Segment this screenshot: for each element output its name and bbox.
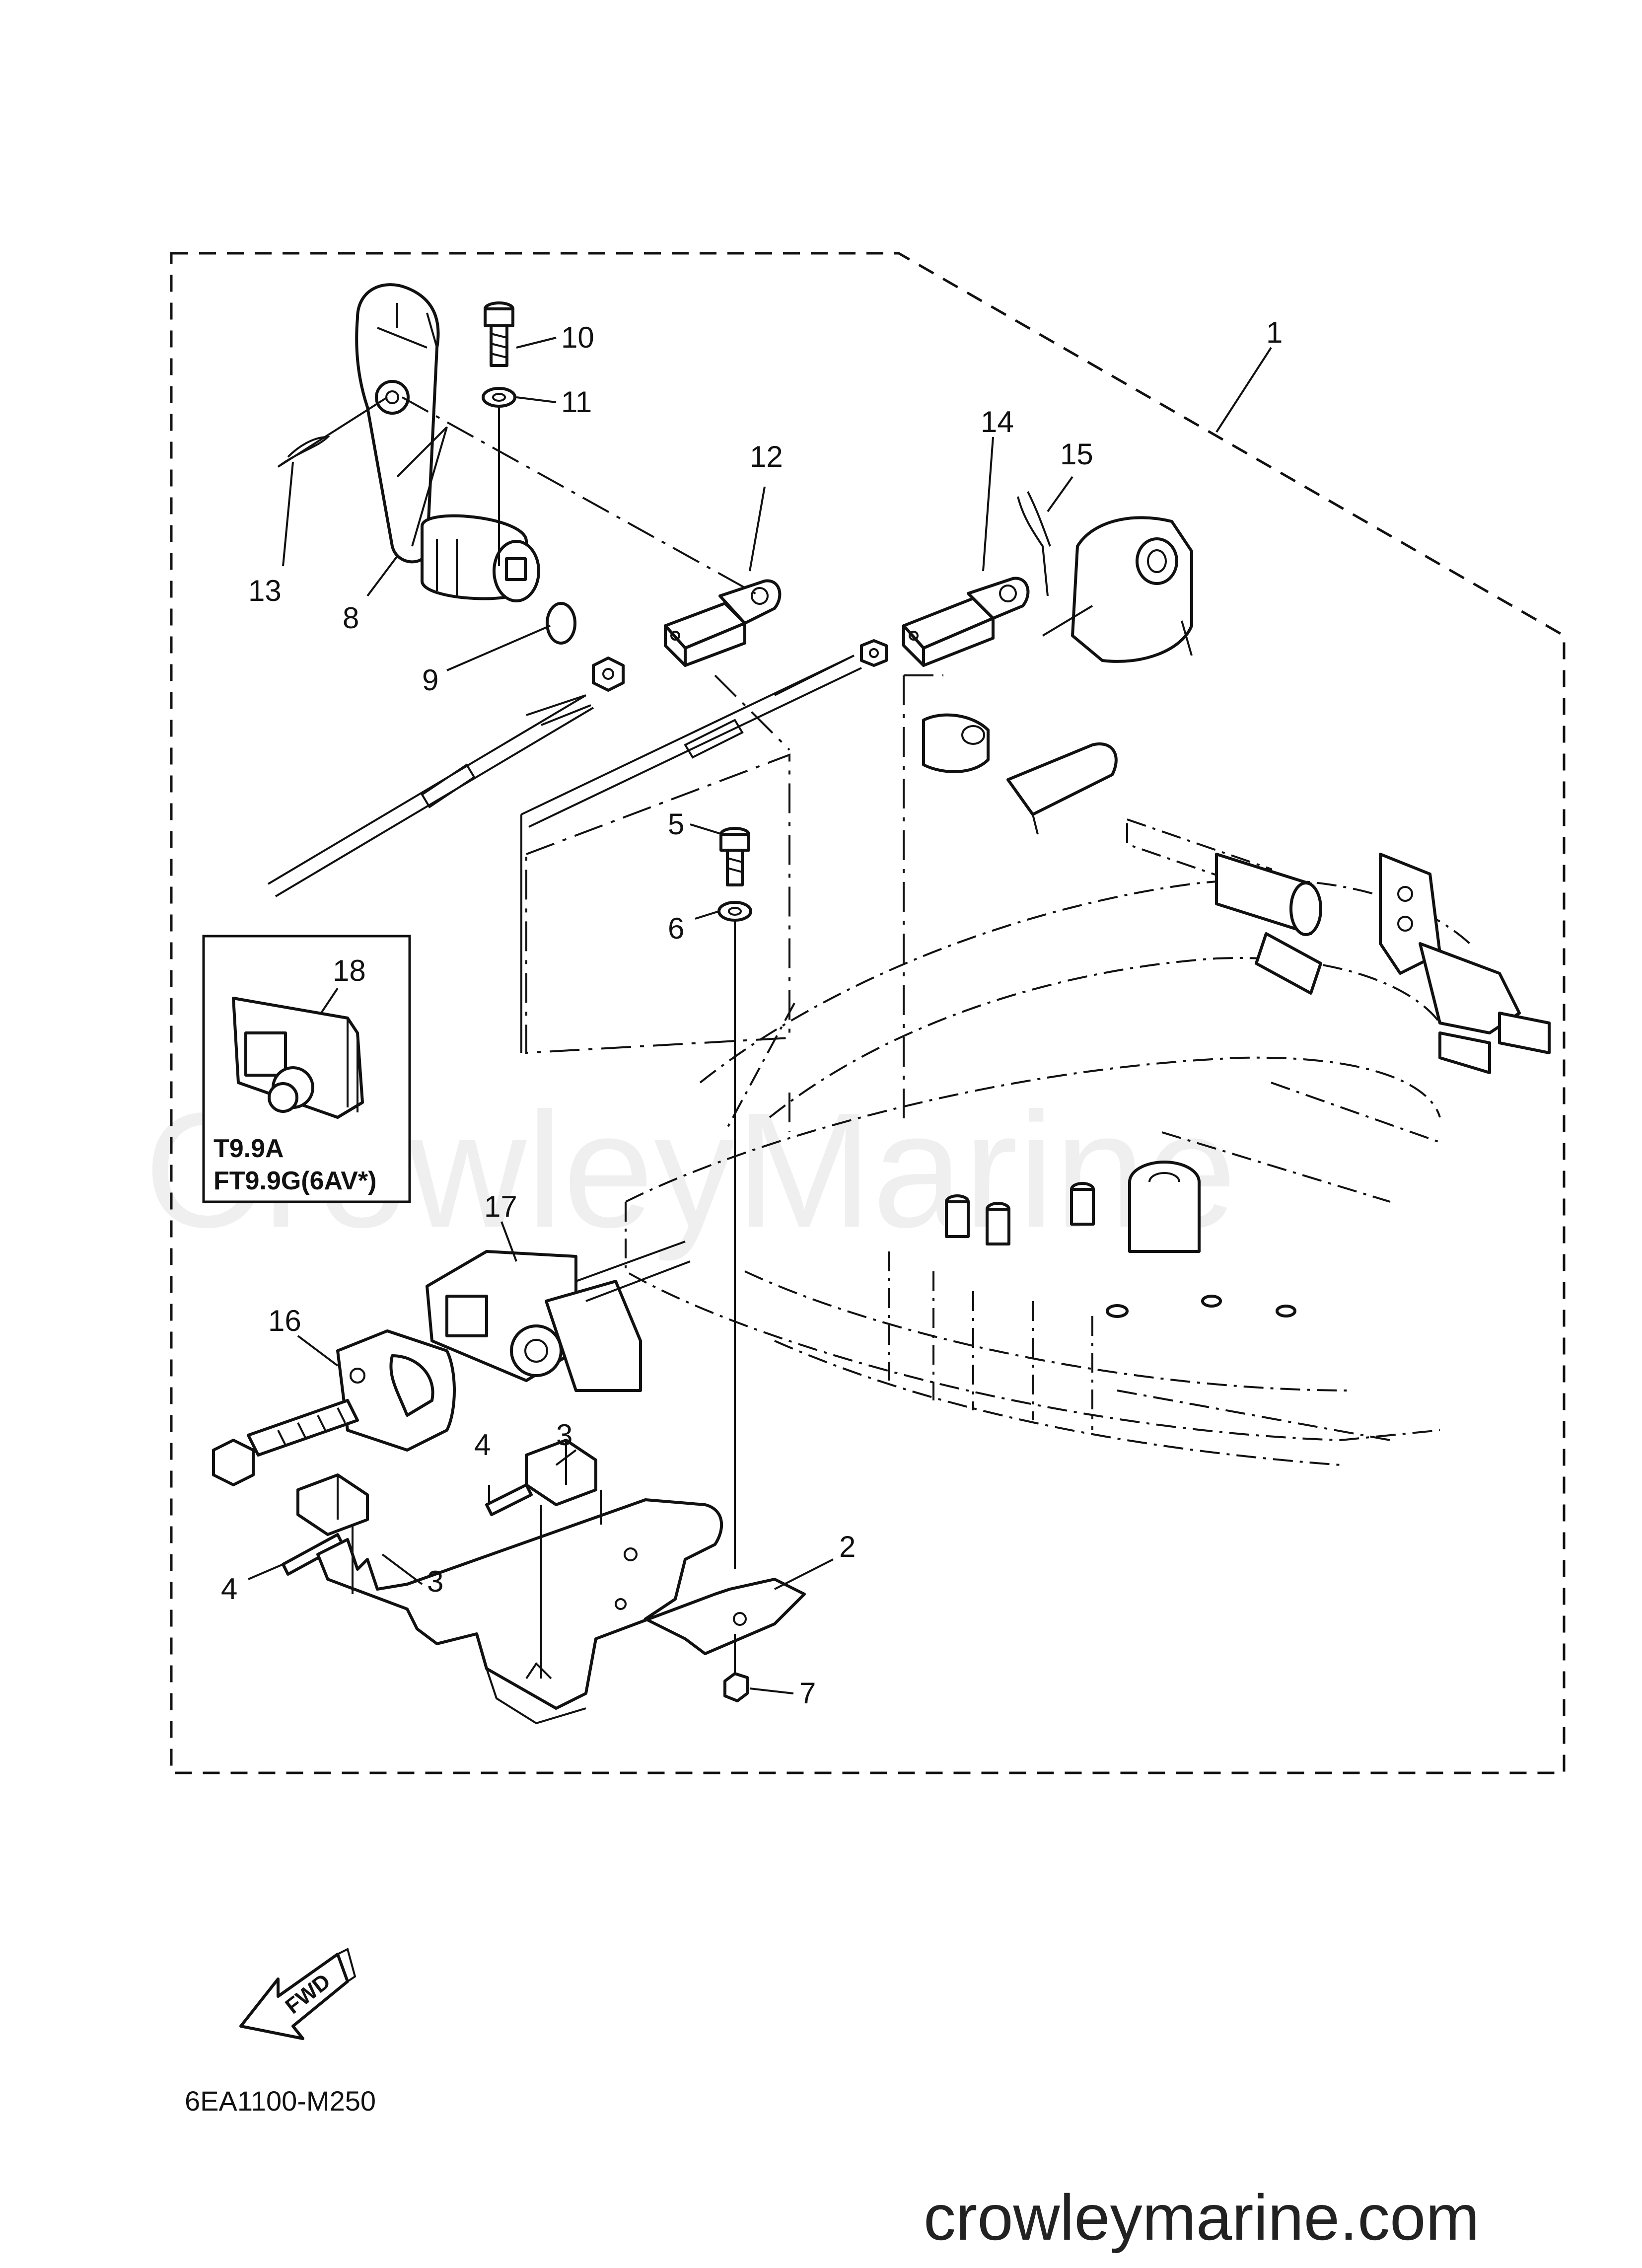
part-13-clip [277,396,388,468]
part-8-shift-lever [355,283,540,602]
shift-rod-assembly [1126,818,1551,1074]
callout-11: 11 [561,385,592,419]
part-5-bolt [719,827,750,886]
inset-model-line-1: T9.9A [214,1134,284,1163]
part-7-nut [723,1672,749,1702]
locknut-right [860,639,888,667]
mount-bolt [212,1399,359,1486]
callout-14: 14 [981,405,1014,439]
callout-13: 13 [248,574,282,607]
callout-1: 1 [1266,316,1283,349]
callout-3b: 3 [556,1418,572,1452]
fwd-arrow-icon: FWD [239,1948,357,2040]
part-16-bracket-plate [336,1329,456,1452]
inset-model-line-2: FT9.9G(6AV*) [214,1167,376,1195]
part-11-washer [482,387,516,408]
part-9-o-ring [546,602,576,645]
part-4-pin-right [485,1483,533,1516]
part-17-shift-block [426,1241,691,1392]
callout-9: 9 [422,663,438,697]
part-15-clip [1017,491,1051,596]
callout-5: 5 [668,807,684,841]
alignment-bracket-5-6 [525,753,790,1054]
callout-4b: 4 [474,1428,491,1462]
callout-12: 12 [750,440,783,473]
alignment-line-8-12 [402,396,760,597]
callout-3a: 3 [427,1565,443,1598]
callout-17: 17 [484,1190,517,1223]
part-6-washer [717,901,752,922]
cowling-bosses [945,1161,1296,1318]
diagram-code: 6EA1100-M250 [185,2085,376,2117]
assembly-boundary [170,252,1566,1774]
part-12-cable-joint [664,579,782,667]
part-10-bolt [484,301,514,367]
shift-arm [1042,516,1193,663]
callout-leaders [248,337,1272,1694]
callout-15: 15 [1060,438,1093,471]
part-14-cable-joint [902,577,1030,667]
part-3-clamp-left [296,1473,369,1536]
callout-7: 7 [799,1677,816,1710]
callout-6: 6 [668,912,684,945]
alignment-bracket-right [903,674,943,1127]
control-cable-upper [521,655,862,828]
inset-part-18: 18 T9.9A FT9.9G(6AV*) [202,935,411,1203]
site-footer: crowleymarine.com [924,2181,1480,2254]
alignment-bracket-top [714,674,790,1132]
callout-2: 2 [839,1530,856,1563]
callout-8: 8 [343,601,359,635]
callout-10: 10 [561,321,594,354]
locknut-left [592,657,625,692]
callout-16: 16 [268,1304,301,1337]
shift-collar [922,713,1118,835]
inset-callout-18: 18 [333,954,366,987]
control-cable-lower [267,694,594,897]
callout-4a: 4 [221,1572,237,1606]
part-2-bracket [316,1498,806,1725]
